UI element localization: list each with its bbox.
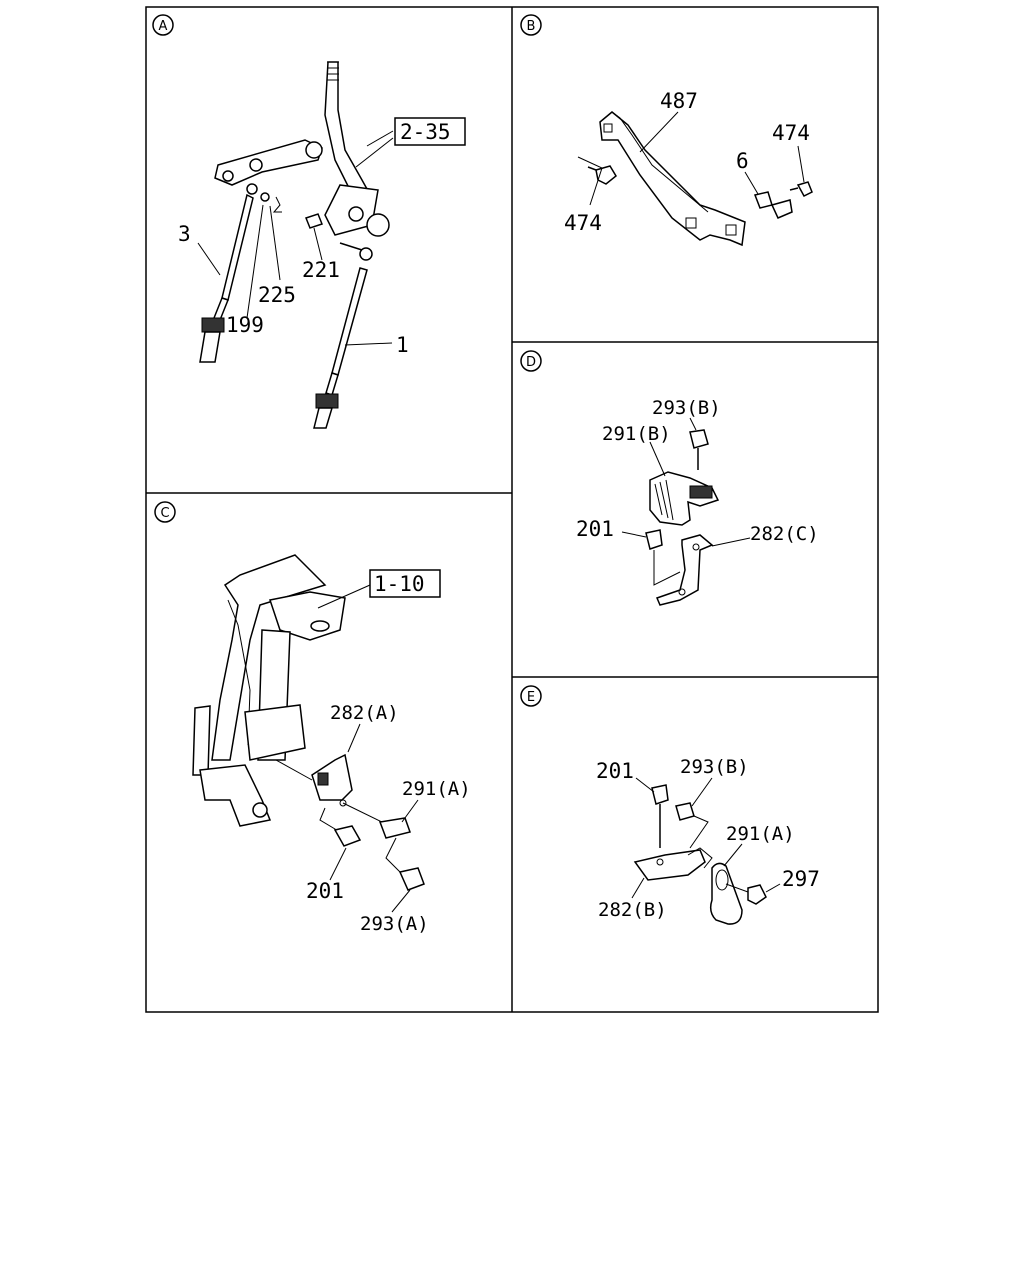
cable-1 — [331, 267, 368, 376]
panel-b-drawing — [577, 111, 813, 247]
callout-291a-e: 291(A) — [726, 823, 795, 845]
panel-letter-a: A — [159, 19, 168, 34]
bracket-487 — [599, 111, 746, 247]
callout-199: 199 — [226, 313, 264, 337]
selector-arm — [214, 139, 323, 186]
panel-marker-e: E — [520, 685, 542, 707]
callout-474-left: 474 — [564, 211, 602, 235]
callout-201-d: 201 — [576, 517, 614, 541]
callout-1-10: 1-10 — [374, 572, 425, 596]
panel-letter-d: D — [526, 355, 536, 370]
callout-201-e: 201 — [596, 759, 634, 783]
panel-marker-c: C — [154, 501, 176, 523]
panel-letter-e: E — [527, 690, 535, 705]
bracket-282b — [633, 849, 706, 881]
callout-474-right: 474 — [772, 121, 810, 145]
callout-3: 3 — [178, 222, 191, 246]
callout-2-35: 2-35 — [400, 120, 451, 144]
callout-201-c: 201 — [306, 879, 344, 903]
callout-293b-d: 293(B) — [652, 397, 721, 419]
bracket-282c — [655, 534, 714, 606]
panel-a-drawing — [197, 61, 466, 429]
clip-291a — [709, 862, 743, 925]
panel-e-drawing — [631, 777, 781, 925]
callout-487: 487 — [660, 89, 698, 113]
panel-d-drawing — [621, 417, 751, 606]
callout-221: 221 — [302, 258, 340, 282]
panel-c-drawing — [192, 554, 441, 913]
callout-282a: 282(A) — [330, 702, 399, 724]
callout-291a: 291(A) — [402, 778, 471, 800]
frame — [145, 6, 879, 1013]
bracket-282a — [311, 753, 353, 801]
cable-3 — [221, 193, 254, 301]
callout-1: 1 — [396, 333, 409, 357]
panel-marker-a: A — [152, 14, 174, 36]
panel-marker-d: D — [520, 350, 542, 372]
ref-box-2-35 — [394, 117, 466, 146]
callout-293b-e: 293(B) — [680, 756, 749, 778]
panel-marker-b: B — [520, 14, 542, 36]
panel-letter-c: C — [160, 506, 169, 521]
callout-297: 297 — [782, 867, 820, 891]
callout-225: 225 — [258, 283, 296, 307]
callout-282c: 282(C) — [750, 523, 819, 545]
callout-282b: 282(B) — [598, 899, 667, 921]
callout-6: 6 — [736, 149, 749, 173]
callout-293a: 293(A) — [360, 913, 429, 935]
ref-box-1-10 — [369, 569, 441, 598]
panel-letter-b: B — [527, 19, 536, 34]
callout-291b: 291(B) — [602, 423, 671, 445]
